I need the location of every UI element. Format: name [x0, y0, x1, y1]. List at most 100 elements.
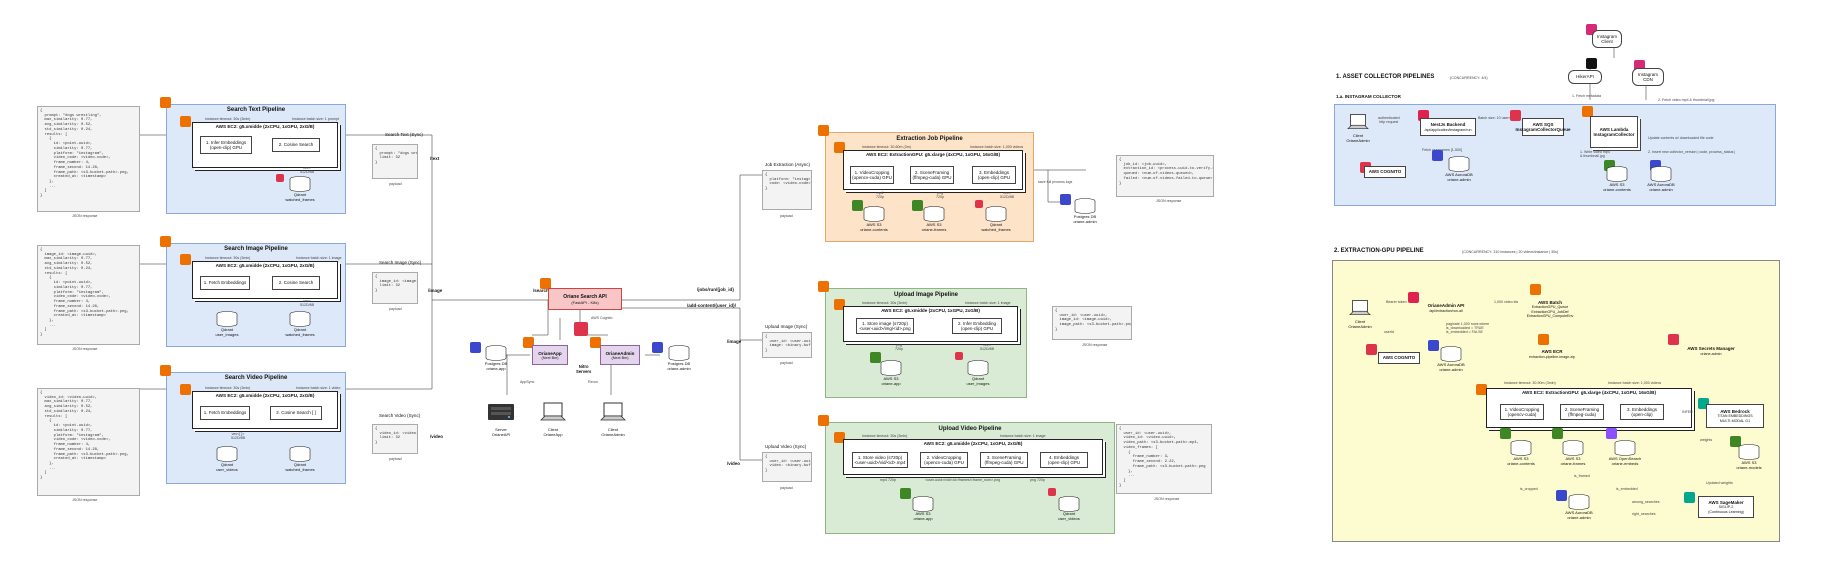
aws-cognito: AWS COGNITO — [1364, 166, 1406, 178]
step-store-image: 1. Store image (s720p) <user-uuid>/img/<… — [856, 318, 914, 334]
route-video: /video — [430, 434, 444, 439]
ec2-icon — [834, 432, 845, 443]
s3-icon — [870, 352, 881, 363]
response-caption: JSON response — [72, 214, 98, 218]
ec2-label: AWS EC2: g5.xmidde (2xCPU, 1xGPU, 2xG/B) — [881, 308, 980, 313]
sagemaker-title: AWS SageMaker — [1708, 500, 1744, 506]
rerun-label: Rerun — [588, 380, 598, 384]
qdrant-icon — [276, 174, 284, 182]
postgres-icon — [1060, 194, 1071, 205]
aws-batch: AWS Batch ExtractionGPU_Queue Extraction… — [1520, 296, 1580, 322]
ecr-title: AWS ECR — [1541, 349, 1563, 355]
lambda-icon — [1582, 106, 1593, 117]
oriane-app[interactable]: OrianeApp (Next Bm) — [532, 345, 568, 365]
admin-icon — [590, 337, 601, 348]
db-label: AWS S3 oriane-contents — [1603, 182, 1631, 192]
png-label: png 720p — [1030, 478, 1045, 482]
step-video-cropping: 1. VideoCropping (opencv-cuda) GPU — [850, 166, 894, 184]
pipeline-title: Search Image Pipeline — [224, 246, 288, 252]
sagemaker-detail: SIGLIP-2 (Continuous Learning) — [1708, 505, 1744, 514]
api-subtitle: (FastAPI - K8s) — [571, 299, 599, 305]
instagram-cdn: Instagram CDN — [1632, 68, 1664, 86]
timeout-note: Instance timeout: 30-90m (3min) — [1504, 381, 1556, 385]
secrets-detail: oriane-admin — [1700, 351, 1722, 356]
extraction-gpu-heading: 2. EXTRACTION-GPU PIPELINE — [1334, 248, 1424, 254]
ec2-icon — [180, 254, 191, 265]
aws-icon — [818, 125, 829, 136]
png-label: png 720p — [895, 343, 903, 351]
asset-concurrency: (CONCURRENCY: 4/4) — [1450, 76, 1488, 80]
bedrock-icon — [1698, 398, 1709, 409]
payload-caption: payload — [780, 214, 793, 218]
step-cosine-search: 2. Cosine Search [ ] — [270, 406, 322, 420]
opensearch-icon — [1606, 428, 1617, 439]
fetch-video-note: 2. Fetch video mp4 & thumbnail jpg — [1658, 98, 1715, 102]
nestjs-route: /api/application/instagram/run — [1424, 127, 1472, 132]
db-label: Qdrant user_images — [215, 327, 239, 337]
aws-ecr: AWS ECR extraction-pipeline-image-zip — [1520, 346, 1584, 362]
instagram-client: Instagram Client — [1592, 30, 1622, 48]
step-scene-framing: 3. SceneFraming (ffmpeg-cuda) GPU — [980, 452, 1028, 468]
cognito-label: AWS Cognito — [591, 316, 613, 320]
admin-api-title: OrianeAdmin API — [1427, 303, 1465, 309]
s3-icon — [1552, 428, 1563, 439]
db-label: Qdrant user_videos — [216, 462, 238, 472]
aws-icon — [160, 236, 171, 247]
oriane-admin-api[interactable]: OrianeAdmin API /api/extraction/run-all — [1420, 300, 1472, 316]
nestjs-backend[interactable]: NestJs Backend /api/application/instagra… — [1420, 118, 1476, 136]
qdrant-db-icon — [985, 206, 1007, 222]
batch-note: Instance batch size: 1 image — [296, 256, 342, 260]
admin-title: OrianeAdmin — [605, 350, 635, 356]
request-label: Search Image (Sync) — [379, 260, 422, 265]
opensearch-db-icon — [1614, 440, 1636, 456]
batch-note: Instance batch size: 1 image — [965, 301, 1011, 305]
db-label: AWS AuroraDB oriane-admin — [1445, 172, 1473, 182]
hiker-icon — [1586, 58, 1597, 69]
logs-note: save full process logs — [1038, 180, 1073, 184]
db-label: Qdrant watched_frames — [285, 192, 315, 202]
laptop-icon — [600, 402, 626, 421]
s3-icon — [1730, 436, 1741, 447]
request-body: { platform: "instagram", code: <video-co… — [762, 170, 812, 210]
db-label: Postgres DB oriane-admin — [667, 361, 691, 371]
client-label: Client OrianeAdmin — [1348, 319, 1372, 329]
server-icon — [488, 404, 514, 420]
db-label: Qdrant user_images — [966, 376, 990, 386]
ec2-icon — [180, 116, 191, 127]
s3-db-icon — [912, 496, 934, 512]
secrets-icon — [1668, 334, 1679, 345]
vector-label: vec< 512D/8B — [300, 299, 314, 307]
response-body: { job_id: <job-uuid>, extraction_id: <pr… — [1116, 155, 1214, 197]
instagram-icon — [1586, 24, 1597, 35]
update-note: Update contents w/ downloaded file code — [1648, 136, 1714, 140]
nitro-servers: Nitro Servers — [576, 364, 592, 374]
step-cosine-search: 2. Cosine Search — [272, 138, 320, 152]
timeout-note: Instance timeout: 30s (3min) — [862, 434, 908, 438]
request-body: { video_id: <video-uuid>, limit: 32 } — [372, 424, 418, 454]
request-body: { prompt: "dogs wrestling", limit: 32 } — [372, 144, 418, 179]
qdrant-db-icon — [967, 360, 989, 376]
oriane-admin[interactable]: OrianeAdmin (Next Bm) — [600, 345, 640, 365]
ec2-label: AWS EC2: g5.xmidde (2xCPU, 1xGPU, 2xG/B) — [923, 441, 1023, 446]
payload-caption: payload — [780, 486, 793, 490]
db-label: AWS S3 oriane-frames — [1560, 456, 1586, 466]
nestjs-title: NestJs Backend — [1430, 122, 1466, 128]
extraction-concurrency: (CONCURRENCY: 310 instances | 20 videos/… — [1462, 250, 1559, 254]
response-body: { user_id: <user-uuid>, image_id: <image… — [1052, 306, 1132, 340]
db-label: Qdrant watched_frames — [285, 462, 315, 472]
fetch-metadata-note: 1. Fetch metadata — [1572, 94, 1601, 98]
request-label: Search Text (Sync) — [385, 132, 423, 137]
vector-label: vec<[ ]> 512D/8B — [231, 432, 245, 440]
step-video-cropping: 1. VideoCropping (opencv-cuda) — [1500, 404, 1544, 420]
postgres-db-icon — [1074, 198, 1096, 214]
cognito-icon — [1366, 344, 1377, 355]
is-cropped-note: is_cropped — [1520, 487, 1538, 491]
postgres-db-icon — [668, 345, 690, 361]
insert-note: 2. Insert new collector_version | code, … — [1648, 150, 1736, 154]
app-subtitle: (Next Bm) — [541, 355, 559, 360]
aws-sagemaker: AWS SageMaker SIGLIP-2 (Continuous Learn… — [1698, 496, 1754, 518]
postgres-icon — [652, 342, 663, 353]
step-fetch-embeddings: 1. Fetch Embeddings — [200, 406, 250, 420]
route-video: /video — [727, 461, 741, 466]
oriane-search-api[interactable]: Oriane Search API (FastAPI - K8s) — [548, 288, 622, 310]
